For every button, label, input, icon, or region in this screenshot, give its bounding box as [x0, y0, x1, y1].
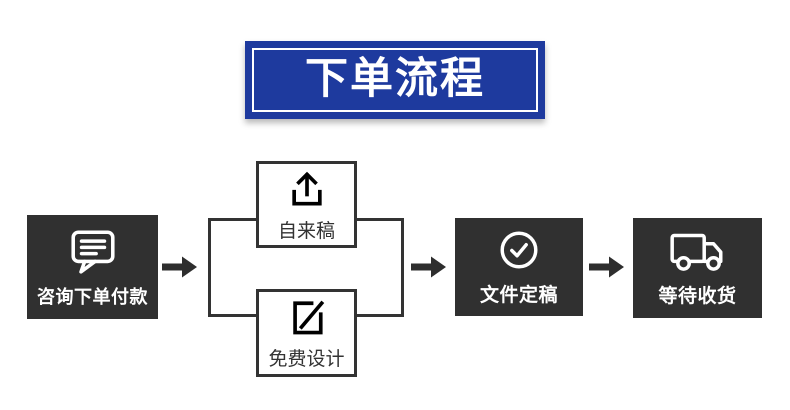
edit-pencil-icon — [285, 295, 329, 339]
chat-bubble-icon — [68, 226, 118, 276]
branch-label: 免费设计 — [268, 349, 345, 370]
branch-label: 自来稿 — [277, 220, 335, 242]
delivery-truck-icon — [667, 228, 729, 274]
upload-icon — [285, 167, 329, 211]
flow-arrow-right — [162, 253, 198, 281]
branch-free-design: 免费设计 — [256, 289, 357, 377]
step-consult-order-pay: 咨询下单付款 — [27, 215, 158, 319]
flow-arrow-right — [589, 253, 625, 281]
step-wait-delivery: 等待收货 — [633, 218, 762, 318]
step-label: 咨询下单付款 — [37, 286, 148, 307]
page-title: 下单流程 — [305, 54, 485, 103]
flow-arrow-right — [411, 253, 447, 281]
check-circle-icon — [496, 227, 542, 273]
step-label: 等待收货 — [658, 286, 737, 307]
step-finalize-files: 文件定稿 — [455, 218, 583, 316]
title-banner: 下单流程 — [245, 41, 545, 119]
branch-own-artwork: 自来稿 — [256, 161, 357, 248]
step-label: 文件定稿 — [479, 285, 558, 306]
